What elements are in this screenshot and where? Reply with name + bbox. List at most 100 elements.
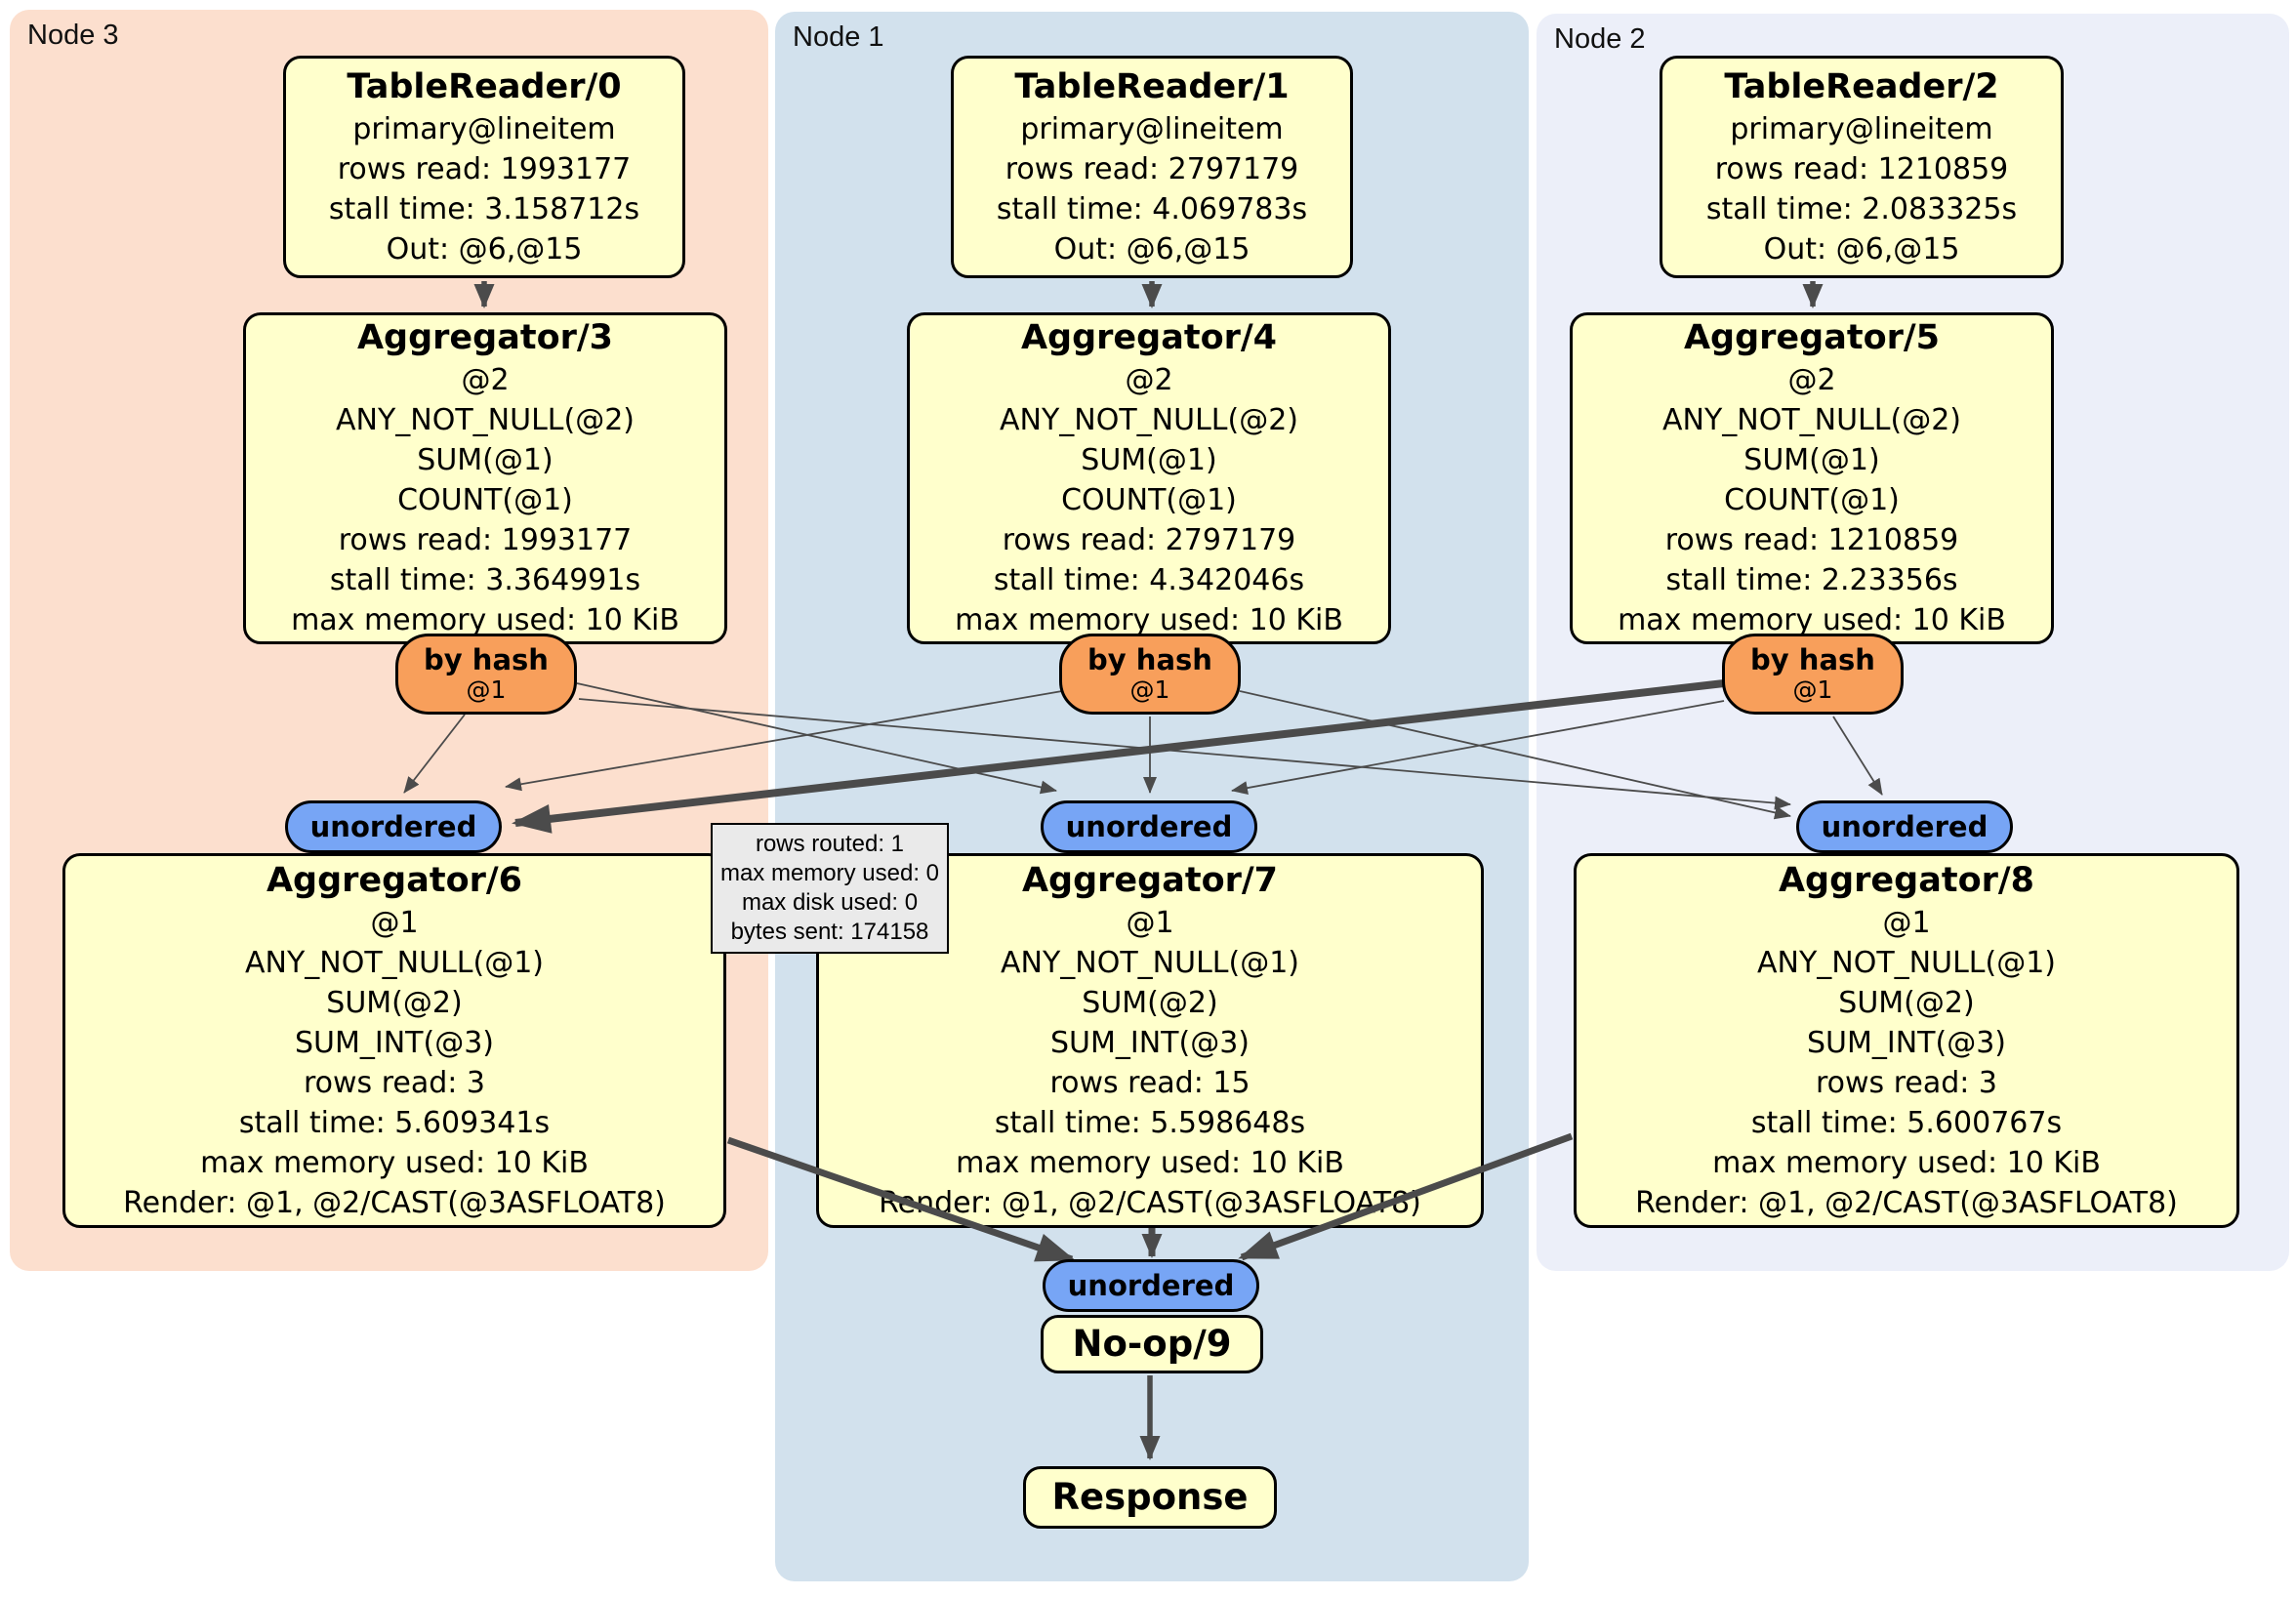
node-title: Aggregator/6 bbox=[266, 860, 523, 900]
tooltip-line: bytes sent: 174158 bbox=[730, 919, 929, 945]
node-line: @1 bbox=[1126, 905, 1174, 940]
node-line: primary@lineitem bbox=[352, 111, 616, 146]
router-hash-key: @1 bbox=[1792, 676, 1833, 704]
node-line: Out: @6,@15 bbox=[386, 231, 583, 266]
node-title: Aggregator/5 bbox=[1683, 318, 1941, 357]
node-tablereader-2[interactable]: TableReader/2 primary@lineitem rows read… bbox=[1660, 56, 2064, 278]
sync-label: unordered bbox=[1067, 1268, 1235, 1302]
node-line: ANY_NOT_NULL(@2) bbox=[1662, 403, 1961, 437]
node-line: stall time: 3.158712s bbox=[328, 191, 640, 226]
node-aggregator-4[interactable]: Aggregator/4 @2 ANY_NOT_NULL(@2) SUM(@1)… bbox=[907, 312, 1391, 644]
node-line: ANY_NOT_NULL(@1) bbox=[1757, 945, 2056, 980]
node-line: rows read: 15 bbox=[1049, 1065, 1250, 1100]
sync-unordered-4[interactable]: unordered bbox=[1041, 800, 1257, 853]
node-line: primary@lineitem bbox=[1020, 111, 1284, 146]
node-line: max memory used: 10 KiB bbox=[956, 1145, 1344, 1180]
node-tablereader-1[interactable]: TableReader/1 primary@lineitem rows read… bbox=[951, 56, 1353, 278]
node-line: SUM(@2) bbox=[1082, 985, 1218, 1020]
node-line: rows read: 3 bbox=[1815, 1065, 1998, 1100]
node-line: @1 bbox=[370, 905, 419, 940]
node-line: Out: @6,@15 bbox=[1053, 231, 1250, 266]
node-title: TableReader/2 bbox=[1724, 66, 1999, 106]
node-line: SUM(@1) bbox=[1081, 443, 1217, 477]
node-line: stall time: 5.609341s bbox=[238, 1105, 551, 1140]
node-line: stall time: 5.598648s bbox=[994, 1105, 1306, 1140]
node-title: Aggregator/3 bbox=[356, 318, 614, 357]
region-node-3-label: Node 3 bbox=[27, 20, 119, 51]
node-line: rows read: 2797179 bbox=[1004, 151, 1299, 186]
node-line: max memory used: 10 KiB bbox=[291, 603, 679, 637]
node-line: Render: @1, @2/CAST(@3ASFLOAT8) bbox=[1635, 1185, 2178, 1220]
node-line: COUNT(@1) bbox=[1724, 483, 1900, 517]
node-line: stall time: 4.069783s bbox=[996, 191, 1308, 226]
node-line: ANY_NOT_NULL(@1) bbox=[245, 945, 544, 980]
node-title: Aggregator/4 bbox=[1020, 318, 1278, 357]
node-line: max memory used: 10 KiB bbox=[955, 603, 1343, 637]
stream-stats-tooltip: rows routed: 1 max memory used: 0 max di… bbox=[711, 823, 949, 954]
router-by-hash-4[interactable]: by hash @1 bbox=[1059, 634, 1241, 715]
node-line: @2 bbox=[1787, 363, 1836, 397]
sync-label: unordered bbox=[1065, 809, 1233, 843]
router-by-hash-3[interactable]: by hash @1 bbox=[395, 634, 577, 715]
region-node-1-label: Node 1 bbox=[793, 21, 884, 53]
node-line: stall time: 3.364991s bbox=[329, 563, 641, 597]
router-label: by hash bbox=[1087, 643, 1212, 676]
node-line: Out: @6,@15 bbox=[1763, 231, 1960, 266]
sync-unordered-3[interactable]: unordered bbox=[285, 800, 502, 853]
node-line: stall time: 2.083325s bbox=[1705, 191, 2018, 226]
node-aggregator-6[interactable]: Aggregator/6 @1 ANY_NOT_NULL(@1) SUM(@2)… bbox=[62, 853, 726, 1228]
node-line: @1 bbox=[1882, 905, 1931, 940]
node-line: stall time: 2.23356s bbox=[1665, 563, 1958, 597]
node-line: rows read: 1993177 bbox=[337, 151, 632, 186]
node-title: Aggregator/8 bbox=[1778, 860, 2035, 900]
sync-unordered-5[interactable]: unordered bbox=[1796, 800, 2013, 853]
node-line: ANY_NOT_NULL(@1) bbox=[1001, 945, 1299, 980]
node-title: No-op/9 bbox=[1072, 1323, 1232, 1365]
node-aggregator-5[interactable]: Aggregator/5 @2 ANY_NOT_NULL(@2) SUM(@1)… bbox=[1570, 312, 2054, 644]
node-line: SUM(@2) bbox=[326, 985, 463, 1020]
node-line: SUM(@2) bbox=[1838, 985, 1975, 1020]
tooltip-line: max memory used: 0 bbox=[719, 860, 940, 886]
region-node-2-label: Node 2 bbox=[1554, 23, 1646, 55]
router-hash-key: @1 bbox=[466, 676, 507, 704]
node-line: stall time: 5.600767s bbox=[1750, 1105, 2063, 1140]
node-line: COUNT(@1) bbox=[397, 483, 573, 517]
node-line: rows read: 2797179 bbox=[1002, 523, 1296, 557]
sync-unordered-final[interactable]: unordered bbox=[1043, 1259, 1259, 1312]
tooltip-line: max disk used: 0 bbox=[741, 889, 919, 916]
node-aggregator-3[interactable]: Aggregator/3 @2 ANY_NOT_NULL(@2) SUM(@1)… bbox=[243, 312, 727, 644]
node-line: SUM(@1) bbox=[417, 443, 554, 477]
router-by-hash-5[interactable]: by hash @1 bbox=[1722, 634, 1904, 715]
node-line: ANY_NOT_NULL(@2) bbox=[1000, 403, 1298, 437]
node-response[interactable]: Response bbox=[1023, 1466, 1277, 1529]
router-hash-key: @1 bbox=[1129, 676, 1170, 704]
node-aggregator-8[interactable]: Aggregator/8 @1 ANY_NOT_NULL(@1) SUM(@2)… bbox=[1574, 853, 2239, 1228]
node-title: TableReader/1 bbox=[1014, 66, 1290, 106]
node-line: Render: @1, @2/CAST(@3ASFLOAT8) bbox=[123, 1185, 666, 1220]
node-line: primary@lineitem bbox=[1730, 111, 1993, 146]
node-line: @2 bbox=[1125, 363, 1173, 397]
node-noop-9[interactable]: No-op/9 bbox=[1041, 1315, 1263, 1373]
node-line: ANY_NOT_NULL(@2) bbox=[336, 403, 635, 437]
node-line: @2 bbox=[461, 363, 510, 397]
node-line: rows read: 1210859 bbox=[1664, 523, 1959, 557]
node-line: SUM_INT(@3) bbox=[1050, 1025, 1250, 1060]
node-line: rows read: 1993177 bbox=[338, 523, 633, 557]
node-tablereader-0[interactable]: TableReader/0 primary@lineitem rows read… bbox=[283, 56, 685, 278]
node-line: rows read: 1210859 bbox=[1714, 151, 2009, 186]
node-line: SUM_INT(@3) bbox=[295, 1025, 494, 1060]
router-label: by hash bbox=[1750, 643, 1875, 676]
node-line: rows read: 3 bbox=[303, 1065, 486, 1100]
sync-label: unordered bbox=[1821, 809, 1988, 843]
node-line: stall time: 4.342046s bbox=[993, 563, 1305, 597]
node-title: Aggregator/7 bbox=[1021, 860, 1279, 900]
node-line: SUM(@1) bbox=[1743, 443, 1880, 477]
node-line: max memory used: 10 KiB bbox=[200, 1145, 589, 1180]
node-title: TableReader/0 bbox=[347, 66, 622, 106]
node-line: max memory used: 10 KiB bbox=[1618, 603, 2006, 637]
node-line: SUM_INT(@3) bbox=[1807, 1025, 2006, 1060]
node-line: Render: @1, @2/CAST(@3ASFLOAT8) bbox=[879, 1185, 1421, 1220]
sync-label: unordered bbox=[309, 809, 477, 843]
router-label: by hash bbox=[424, 643, 549, 676]
